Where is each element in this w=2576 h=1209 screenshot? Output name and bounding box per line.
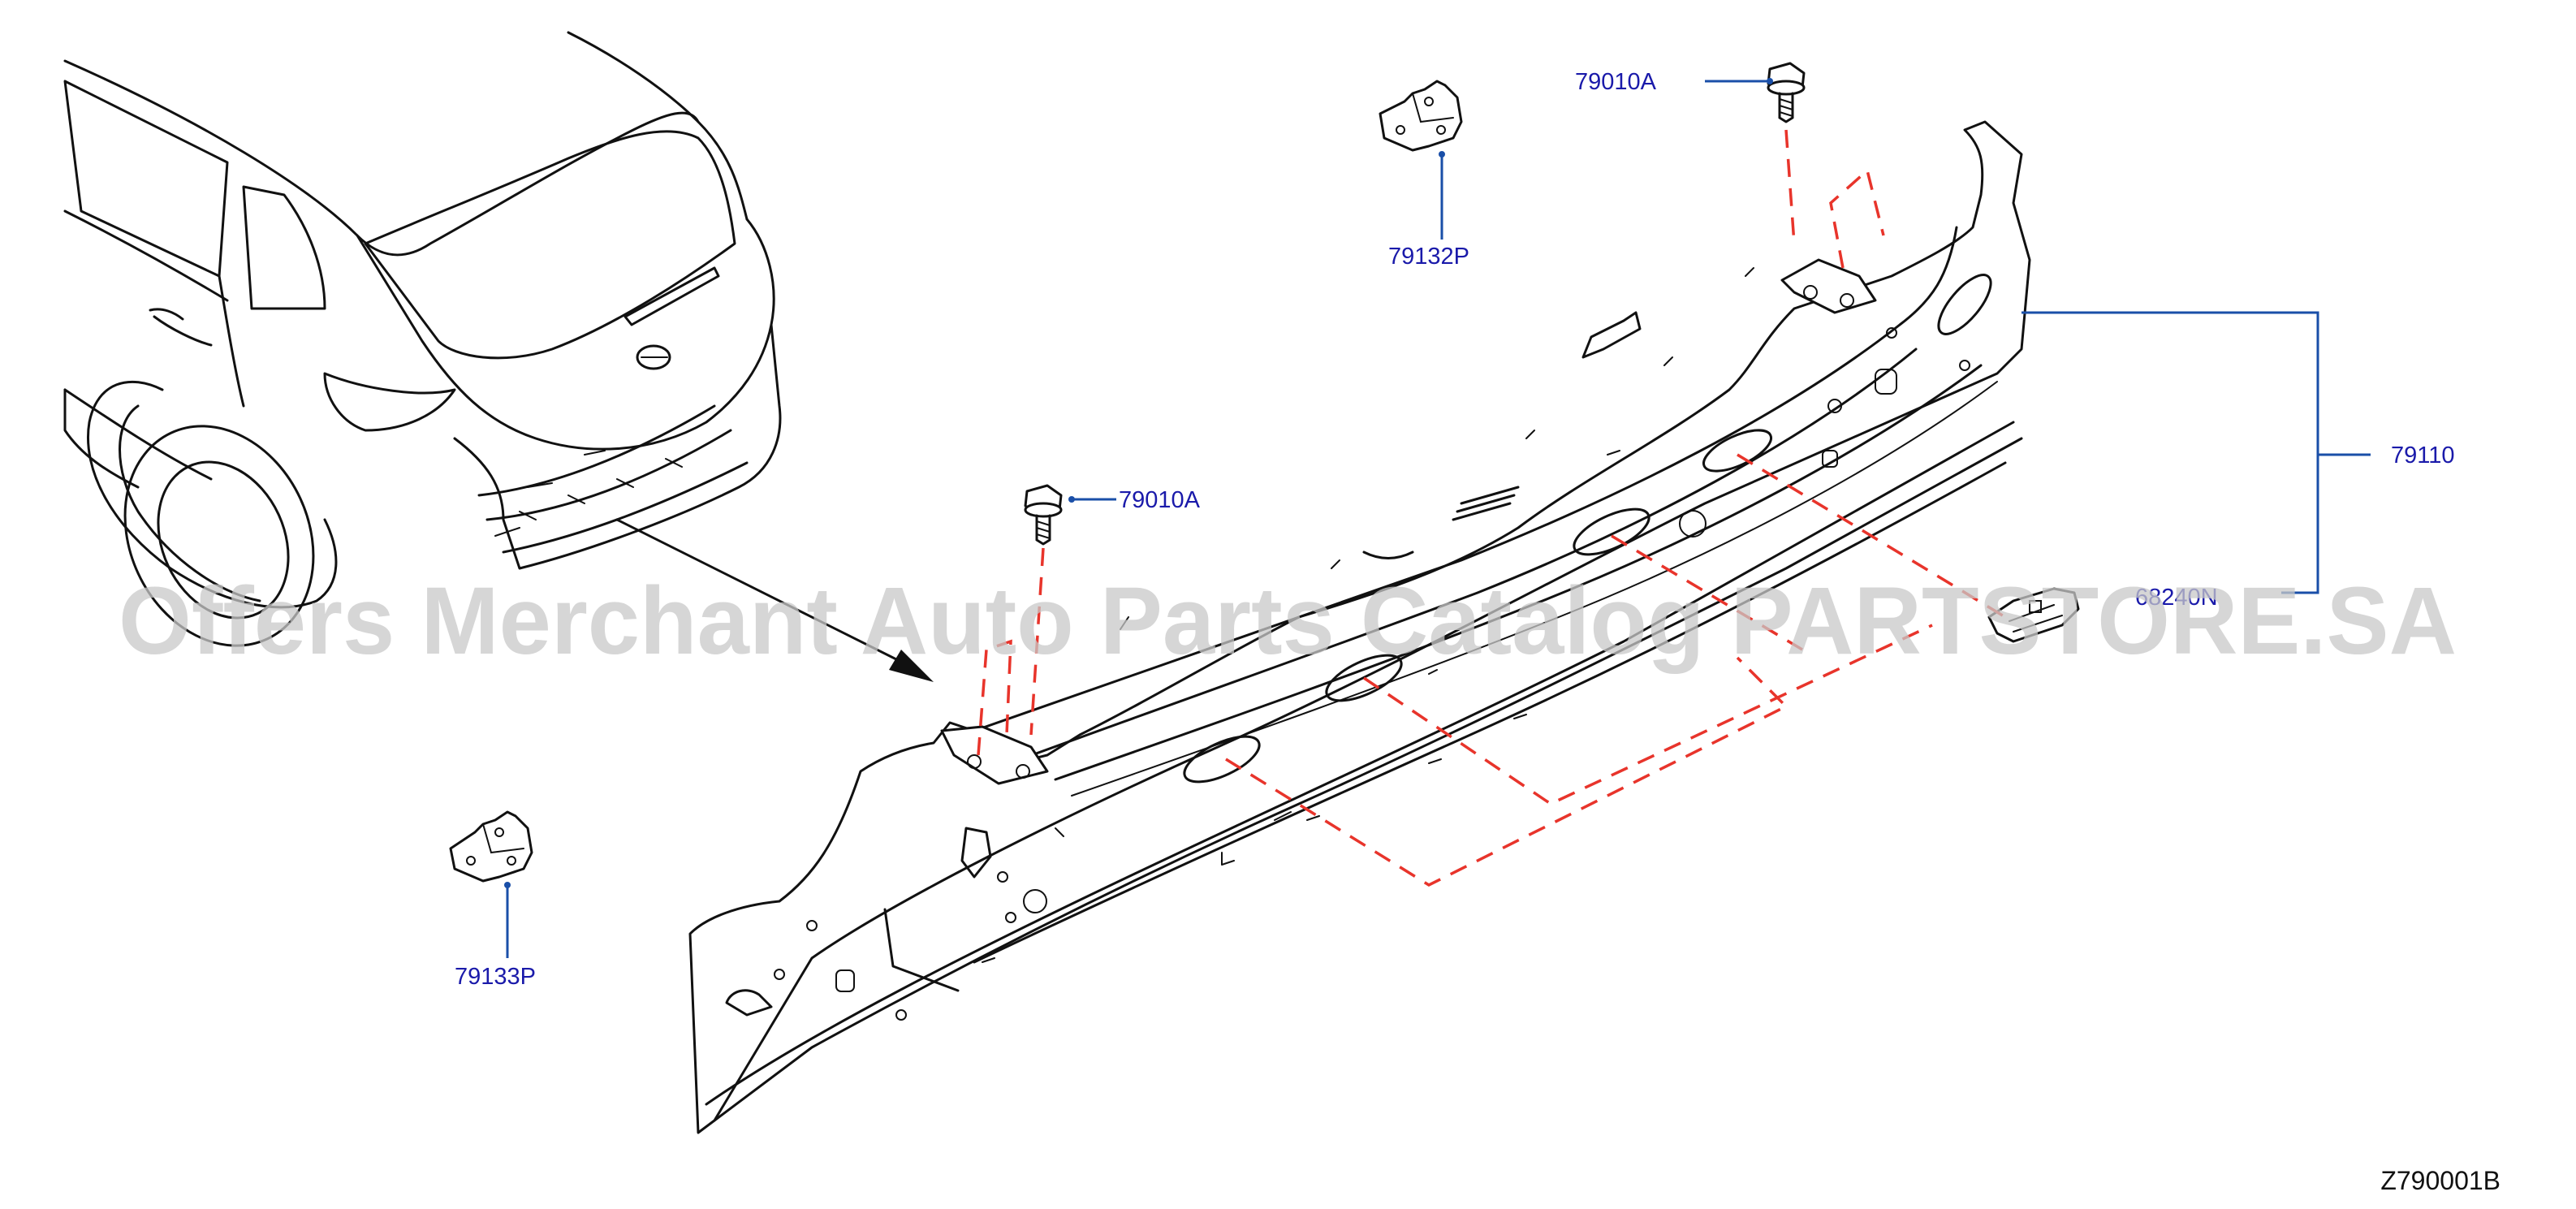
assembly-lines [977,129,2006,887]
label-bracket-top: 79132P [1388,244,1469,270]
figure-code: Z790001B [2380,1166,2500,1195]
part-labels: 79010A 79010A 79132P 79133P 79110 68240N [455,69,2455,990]
watermark: Offers Merchant Auto Parts Catalog PARTS… [119,568,2457,675]
bracket-79132p [1379,80,1463,152]
rear-panel [688,120,2031,1134]
leader-lines [504,78,2371,958]
vehicle-rear-view [63,31,934,682]
label-bracket-left: 79133P [455,964,536,990]
bolt-mid [1024,484,1063,546]
bracket-79133p [449,810,533,883]
label-bolt-mid: 79010A [1119,487,1201,513]
label-grommet: 68240N [2135,585,2218,611]
bolt-top [1767,62,1806,123]
grommet-68240n [1987,587,2080,643]
label-panel: 79110 [2391,443,2455,468]
label-bolt-top: 79010A [1575,69,1657,95]
